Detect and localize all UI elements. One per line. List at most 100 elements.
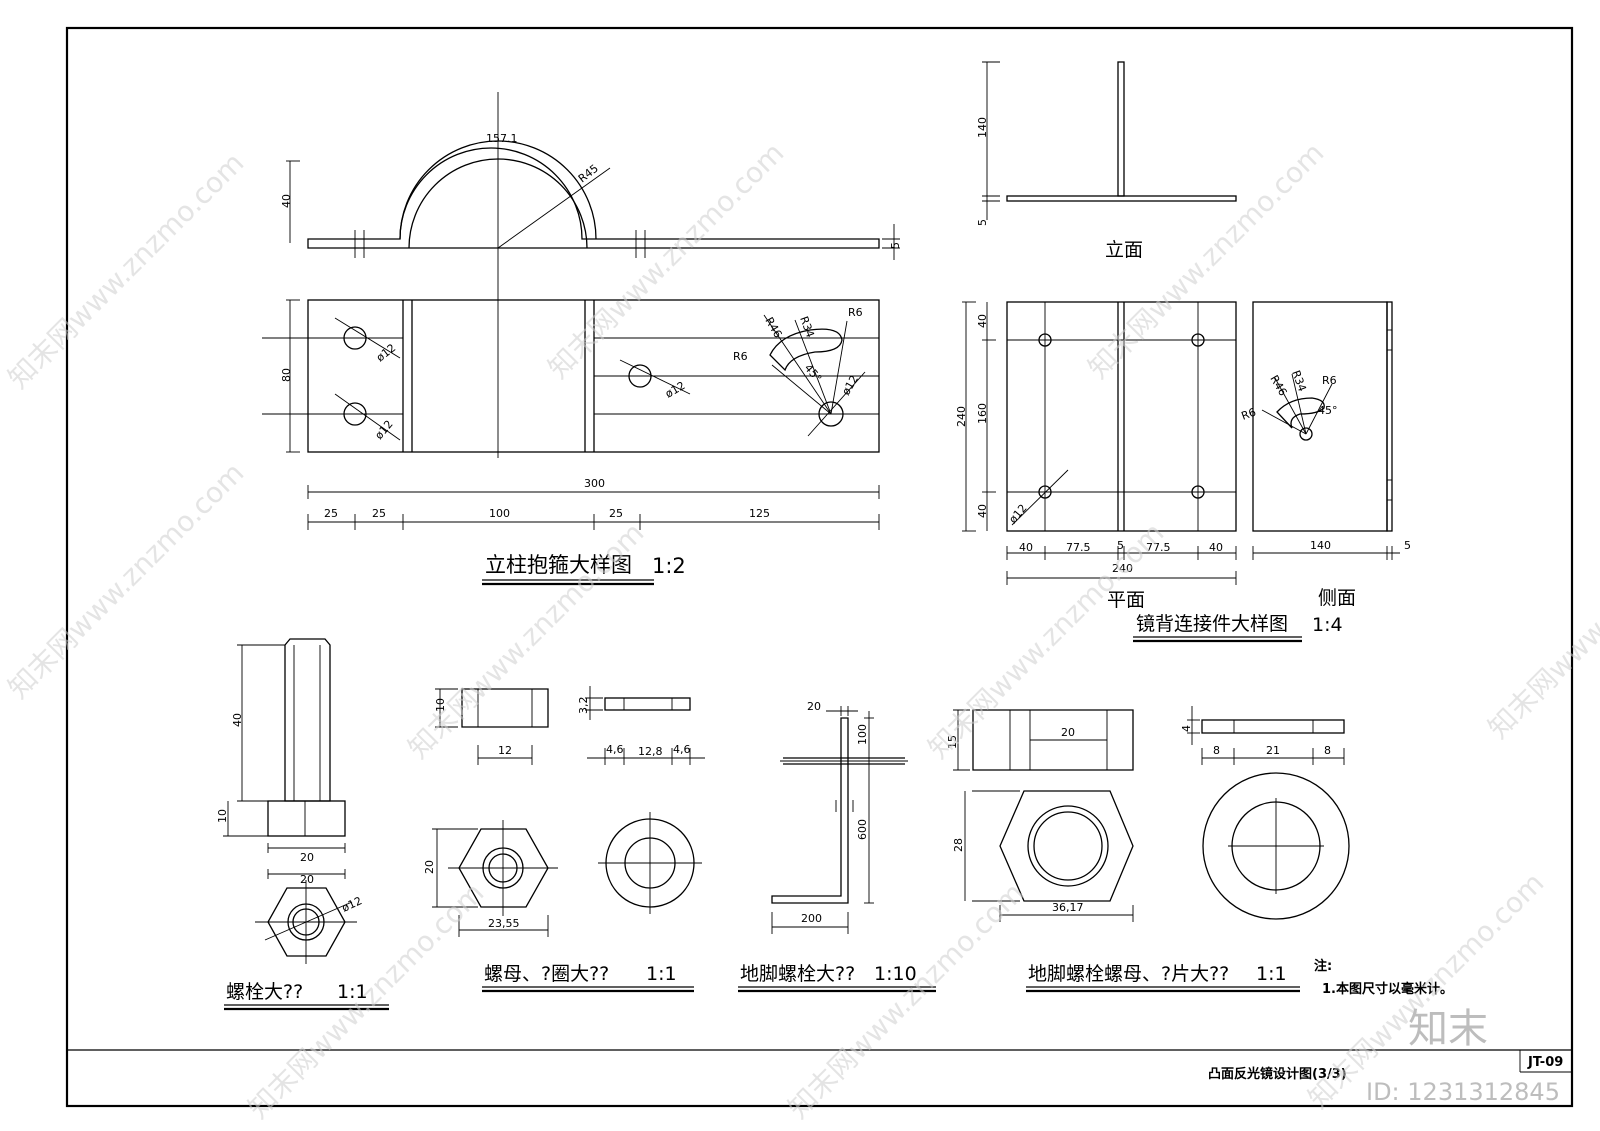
anchor-nut-dim-w20: 20: [1061, 726, 1075, 739]
hoop-dim-angle: 45°: [802, 362, 824, 385]
washer-dim-a46: 4,6: [606, 743, 624, 756]
bracket-side-r34: R34: [1289, 369, 1309, 394]
bracket-plan: [962, 301, 1237, 585]
bracket-dim-t5: 5: [976, 219, 989, 226]
bracket-dim-b40b: 40: [1209, 541, 1223, 554]
bracket-side-r6b: R6: [1240, 406, 1258, 423]
anchor-washer-dim-t4: 4: [1180, 725, 1193, 732]
hoop-elevation: [286, 92, 900, 458]
bolt-dim-h10: 10: [216, 809, 229, 823]
anchor-washer-dim-a8: 8: [1213, 744, 1220, 757]
bracket-plan-label: 平面: [1107, 589, 1145, 611]
hoop-dim-len300: 300: [584, 477, 605, 490]
nut-dim-w12: 12: [498, 744, 512, 757]
anchor-nut-dim-h28: 28: [952, 838, 965, 852]
hoop-scale: 1:2: [652, 554, 686, 578]
anchor-bolt-scale: 1:10: [874, 963, 917, 985]
bracket-side-r46: R46: [1267, 373, 1289, 398]
notes-heading: 注:: [1314, 958, 1332, 974]
bracket-dim-b775a: 77.5: [1066, 541, 1091, 554]
bracket-scale: 1:4: [1312, 614, 1343, 636]
anchor-nut-washer-drawing: [953, 706, 1350, 922]
hoop-dim-r45: R45: [576, 162, 601, 186]
bolt-dim-w20a: 20: [300, 851, 314, 864]
anchor-bolt-drawing: [771, 706, 908, 934]
anchor-dim-h100: 100: [856, 724, 869, 745]
bracket-dim-s5: 5: [1404, 539, 1411, 552]
bracket-dim-s140: 140: [1310, 539, 1331, 552]
anchor-dim-t20: 20: [807, 700, 821, 713]
anchor-nut-dim-h15: 15: [946, 735, 959, 749]
bracket-dim-b240: 240: [1112, 562, 1133, 575]
anchor-nut-washer-title: 地脚螺栓螺母、?片大??: [1028, 963, 1229, 985]
hoop-dim-phi1: ø12: [374, 341, 398, 364]
anchor-bolt-title: 地脚螺栓大??: [740, 963, 855, 985]
nut-dim-w2355: 23,55: [488, 917, 520, 930]
watermark-1: 知末网www.znzmo.com: [2, 146, 251, 395]
hoop-dim-25c: 25: [609, 507, 623, 520]
hoop-dim-100: 100: [489, 507, 510, 520]
hoop-plan: [262, 299, 880, 453]
nut-washer-scale: 1:1: [646, 963, 677, 985]
bracket-dim-40a: 40: [976, 314, 989, 328]
bracket-dim-b5: 5: [1117, 539, 1124, 552]
bracket-elevation-label: 立面: [1105, 239, 1143, 261]
anchor-dim-w200: 200: [801, 912, 822, 925]
hoop-dim-r34: R34: [797, 315, 817, 340]
sheet-border: [65, 26, 1574, 1108]
bracket-dim-h240: 240: [955, 406, 968, 427]
hoop-dim-r6a: R6: [848, 306, 863, 319]
bolt-dim-h40: 40: [231, 713, 244, 727]
hoop-dim-t5: 5: [889, 242, 902, 249]
bracket-side-label: 侧面: [1318, 587, 1356, 609]
anchor-washer-dim-b8: 8: [1324, 744, 1331, 757]
hoop-title: 立柱抱箍大样图: [485, 553, 632, 577]
bracket-side-angle: 45°: [1318, 404, 1338, 417]
bracket-side-r6a: R6: [1322, 374, 1337, 387]
notes-line1: 1.本图尺寸以毫米计。: [1322, 981, 1453, 997]
bracket-dim-h140: 140: [976, 117, 989, 138]
bolt-dim-phi: ø12: [340, 894, 364, 915]
anchor-dim-h600: 600: [856, 819, 869, 840]
brand-mark: 知末: [1408, 1006, 1488, 1052]
anchor-nut-washer-scale: 1:1: [1256, 963, 1287, 985]
washer-dim-b46: 4,6: [673, 743, 691, 756]
nut-dim-h10: 10: [434, 698, 447, 712]
bolt-drawing: [223, 638, 357, 964]
watermark-7: 知末网www.znzmo.com: [1482, 496, 1600, 745]
hoop-dim-r46: R46: [762, 315, 784, 340]
hoop-dim-phi4: ø12: [839, 373, 861, 397]
drawing-title: 凸面反光镜设计图(3/3): [1208, 1066, 1347, 1082]
bolt-dim-w20b: 20: [300, 873, 314, 886]
bracket-dim-40b: 40: [976, 504, 989, 518]
hoop-dim-h40: 40: [280, 194, 293, 208]
bracket-dim-phi: ø12: [1006, 502, 1029, 526]
nut-washer-title: 螺母、?圈大??: [484, 963, 609, 985]
watermark-4: 知末网www.znzmo.com: [2, 456, 251, 705]
bolt-title: 螺栓大??: [226, 981, 303, 1003]
washer-dim-a128: 12,8: [638, 745, 663, 758]
brand-id: ID: 1231312845: [1366, 1078, 1560, 1106]
drawing-number: JT-09: [1527, 1055, 1563, 1070]
hoop-dimension-lines: [307, 485, 880, 530]
hoop-dim-125: 125: [749, 507, 770, 520]
nut-washer-drawing: [432, 686, 705, 937]
bracket-side: [1252, 301, 1400, 560]
hoop-dim-phi2: ø12: [372, 418, 395, 442]
hoop-dim-25b: 25: [372, 507, 386, 520]
hoop-dim-r6b: R6: [733, 350, 748, 363]
hoop-dim-w80: 80: [280, 368, 293, 382]
bracket-dim-160: 160: [976, 403, 989, 424]
bracket-dim-b775b: 77.5: [1146, 541, 1171, 554]
bracket-elevation: [982, 61, 1237, 220]
hoop-dim-25a: 25: [324, 507, 338, 520]
nut-dim-h20: 20: [423, 860, 436, 874]
washer-dim-t32: 3,2: [577, 697, 590, 715]
anchor-nut-dim-w3617: 36,17: [1052, 901, 1084, 914]
hoop-dim-arc: 157.1: [486, 132, 518, 145]
bolt-scale: 1:1: [337, 981, 368, 1003]
anchor-washer-dim-a21: 21: [1266, 744, 1280, 757]
bracket-dim-b40a: 40: [1019, 541, 1033, 554]
bracket-title: 镜背连接件大样图: [1136, 613, 1288, 635]
